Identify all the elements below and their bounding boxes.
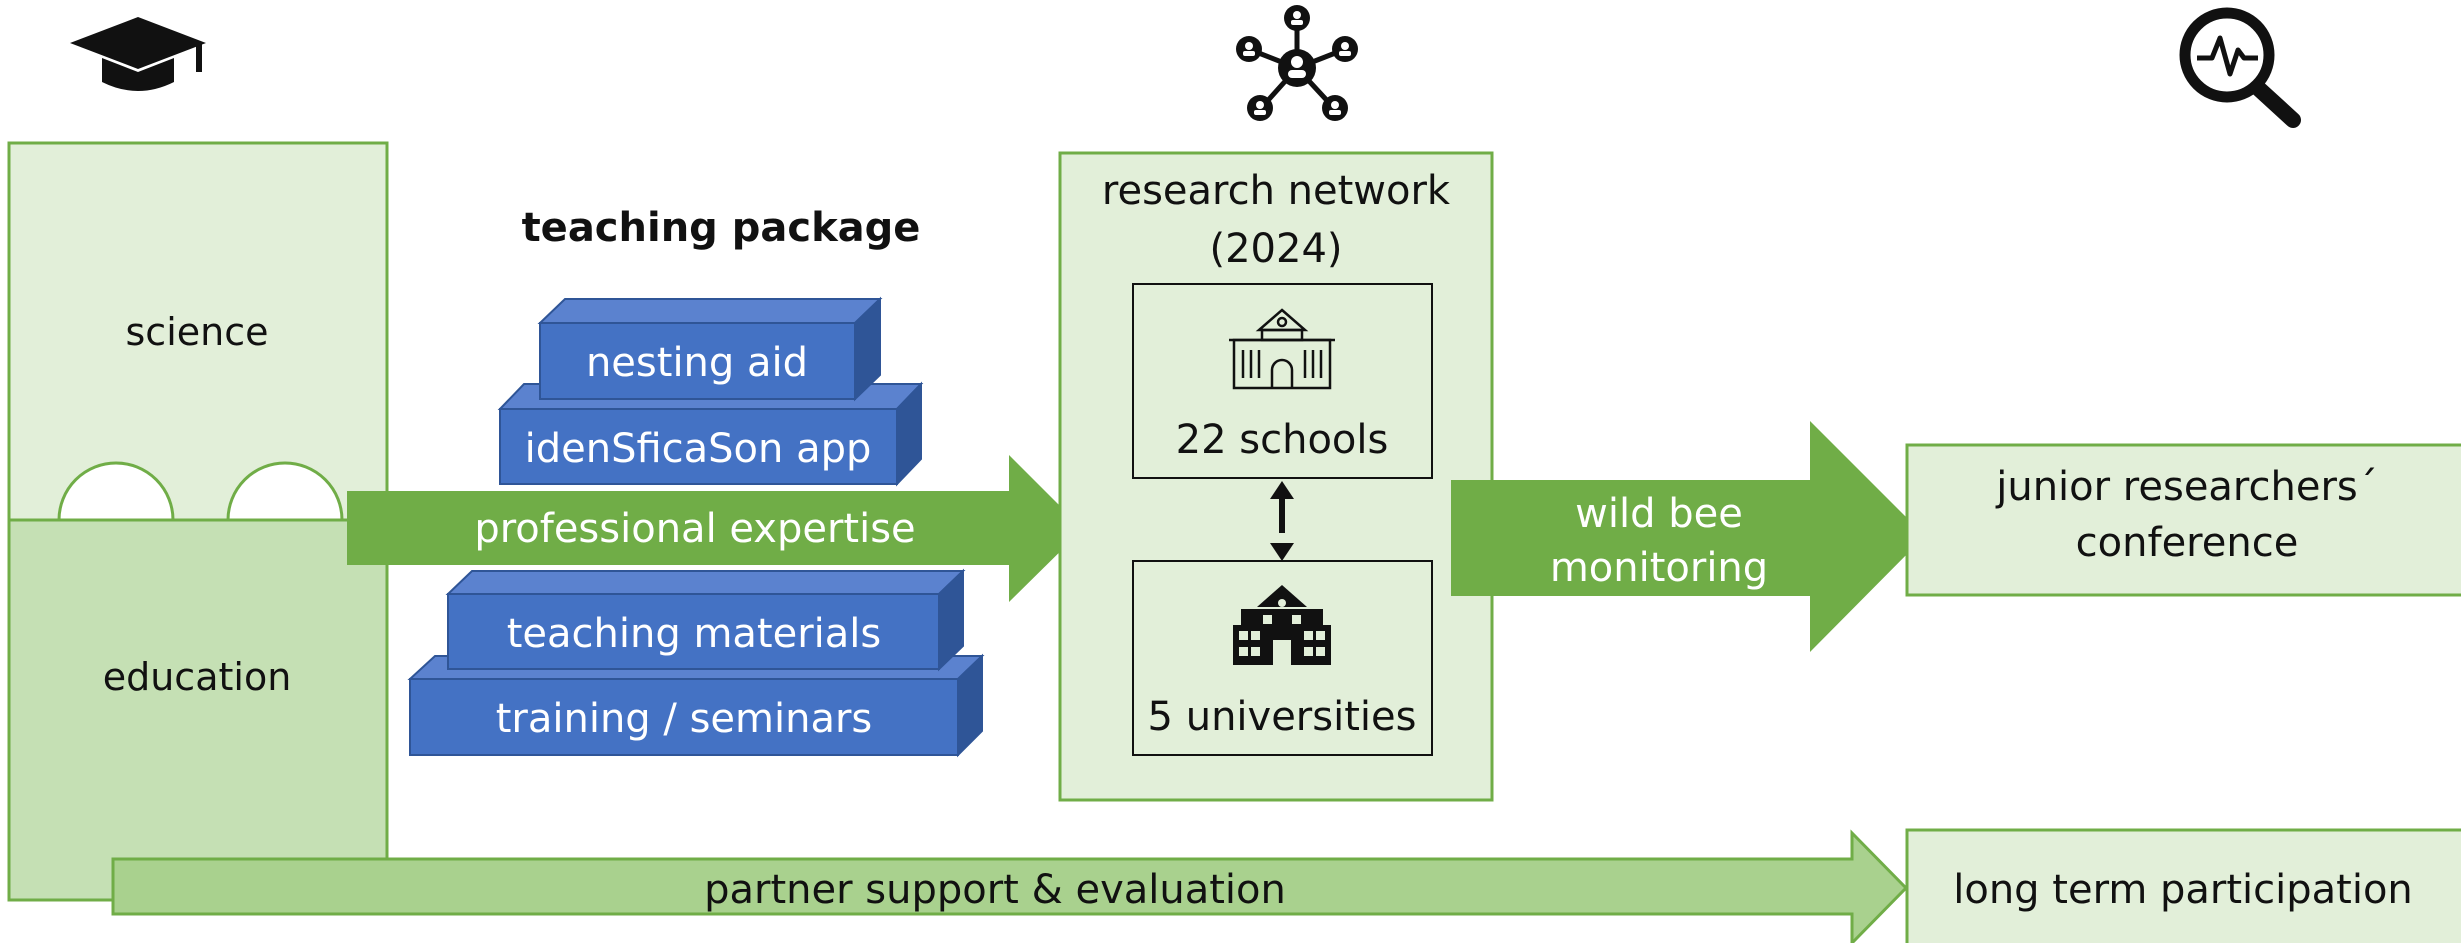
- professional-expertise-arrow: professional expertise: [347, 455, 1083, 602]
- teaching-block-nesting-aid: nesting aid: [537, 296, 883, 402]
- school-building-icon: [1229, 308, 1335, 390]
- long-term-participation-label: long term participation: [1953, 867, 2413, 913]
- vertical-double-arrow-icon: [1270, 481, 1294, 561]
- teaching-package-title: teaching package: [522, 205, 921, 251]
- teaching-block-label: teaching materials: [507, 611, 882, 657]
- long-term-participation-box: long term participation: [1905, 828, 2461, 943]
- teaching-block-label: training / seminars: [496, 696, 873, 742]
- junior-researchers-conference-box: junior researchers´ conference: [1905, 443, 2461, 597]
- teaching-block-training-seminars: training / seminars: [407, 653, 985, 758]
- network-people-icon: [1236, 5, 1358, 121]
- education-label: education: [103, 655, 292, 699]
- schools-box: [1132, 283, 1433, 479]
- professional-expertise-label: professional expertise: [474, 506, 915, 552]
- teaching-block-teaching-materials: teaching materials: [445, 568, 966, 672]
- research-network-year: (2024): [1209, 226, 1342, 272]
- partner-support-label: partner support & evaluation: [704, 867, 1286, 913]
- graduation-cap-icon: [70, 17, 206, 91]
- science-education-pillar: science education: [7, 141, 389, 902]
- teaching-block-label: nesting aid: [586, 340, 808, 386]
- science-box: [7, 141, 389, 522]
- university-building-icon: [1233, 585, 1331, 665]
- wild-bee-monitoring-label-line1: wild bee: [1575, 491, 1743, 537]
- teaching-block-label: idenSficaSon app: [525, 426, 872, 472]
- schools-label: 22 schools: [1176, 417, 1389, 463]
- research-network-title: research network: [1102, 168, 1451, 214]
- research-network-box: research network (2024) 22 schools: [1058, 151, 1494, 802]
- magnifier-pulse-icon: [2179, 7, 2301, 128]
- wild-bee-monitoring-arrow: wild bee monitoring: [1451, 421, 1925, 652]
- universities-label: 5 universities: [1148, 694, 1417, 740]
- wild-bee-monitoring-label-line2: monitoring: [1550, 545, 1768, 591]
- science-label: science: [126, 310, 269, 354]
- education-box: [7, 518, 389, 902]
- conference-label-line1: junior researchers´: [1995, 464, 2378, 510]
- partner-support-evaluation-arrow: partner support & evaluation: [111, 829, 1909, 943]
- conference-label-line2: conference: [2076, 520, 2299, 566]
